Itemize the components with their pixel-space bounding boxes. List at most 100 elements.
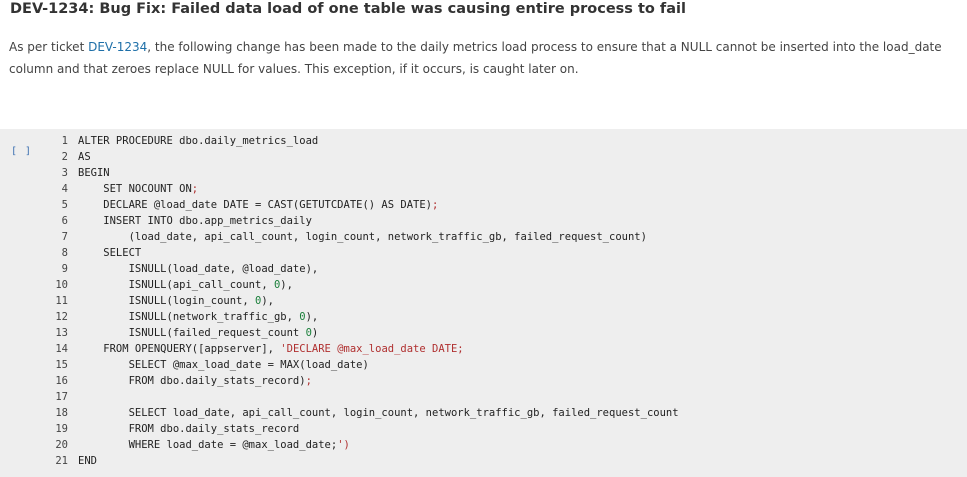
line-number: 11	[55, 295, 68, 307]
code-line: 10 ISNULL(api_call_count, 0),	[0, 277, 679, 293]
line-number: 7	[61, 231, 68, 243]
code-token: (load_date, api_call_count, login_count,…	[78, 231, 647, 243]
code-text: AS	[78, 149, 91, 165]
line-number: 9	[61, 263, 68, 275]
code-line: 16 FROM dbo.daily_stats_record);	[0, 373, 679, 389]
code-token: 0	[273, 279, 281, 291]
cell-run-prompt[interactable]: [ ]	[11, 146, 33, 157]
line-number: 15	[55, 359, 68, 371]
code-line: 19 FROM dbo.daily_stats_record	[0, 421, 679, 437]
code-lines: 1 ALTER PROCEDURE dbo.daily_metrics_load 2…	[0, 133, 679, 469]
code-text: SELECT load_date, api_call_count, login_…	[78, 405, 679, 421]
code-token: FROM dbo.daily_stats_record	[78, 423, 300, 435]
code-line: 21 END	[0, 453, 679, 469]
code-token: 0	[305, 327, 312, 339]
line-number: 8	[61, 247, 68, 259]
code-text: FROM dbo.daily_stats_record);	[78, 373, 312, 389]
code-line: 14 FROM OPENQUERY([appserver], 'DECLARE …	[0, 341, 679, 357]
line-number: 1	[61, 135, 68, 147]
line-number: 19	[55, 423, 68, 435]
code-token: ISNULL(login_count,	[78, 295, 256, 307]
code-line: 9 ISNULL(load_date, @load_date),	[0, 261, 679, 277]
code-text: ISNULL(api_call_count, 0),	[78, 277, 293, 293]
code-line: 13 ISNULL(failed_request_count 0)	[0, 325, 679, 341]
line-number: 18	[55, 407, 68, 419]
line-number: 21	[55, 455, 68, 467]
code-token: ;	[191, 183, 199, 195]
code-line: 6 INSERT INTO dbo.app_metrics_daily	[0, 213, 679, 229]
code-line: 3 BEGIN	[0, 165, 679, 181]
code-token: ),	[305, 311, 319, 323]
code-token: BEGIN	[78, 167, 110, 179]
code-token: )	[311, 327, 319, 339]
line-number: 12	[55, 311, 68, 323]
code-text: FROM dbo.daily_stats_record	[78, 421, 300, 437]
ticket-link[interactable]: DEV-1234	[88, 40, 148, 54]
code-text: ISNULL(login_count, 0),	[78, 293, 274, 309]
code-text: (load_date, api_call_count, login_count,…	[78, 229, 647, 245]
code-line: 12 ISNULL(network_traffic_gb, 0),	[0, 309, 679, 325]
code-token: DECLARE @load_date DATE = CAST(GETUTCDAT…	[78, 199, 433, 211]
code-line: 15 SELECT @max_load_date = MAX(load_date…	[0, 357, 679, 373]
code-text: BEGIN	[78, 165, 110, 181]
code-token: INSERT INTO dbo.app_metrics_daily	[78, 215, 312, 227]
description-text-end: , the following change has been made to …	[9, 40, 942, 76]
line-number: 17	[55, 391, 68, 403]
code-token: AS	[78, 151, 91, 163]
code-line: 17	[0, 389, 679, 405]
code-token: WHERE load_date = @max_load_date;	[78, 439, 338, 451]
code-text: SET NOCOUNT ON;	[78, 181, 198, 197]
line-number: 2	[61, 151, 68, 163]
code-token: ISNULL(failed_request_count	[78, 327, 306, 339]
code-line: 2 AS	[0, 149, 679, 165]
code-line: 7 (load_date, api_call_count, login_coun…	[0, 229, 679, 245]
code-token: FROM dbo.daily_stats_record)	[78, 375, 306, 387]
code-text: FROM OPENQUERY([appserver], 'DECLARE @ma…	[78, 341, 464, 357]
line-number: 16	[55, 375, 68, 387]
line-number: 4	[61, 183, 68, 195]
code-token: ),	[261, 295, 274, 307]
code-token: ISNULL(network_traffic_gb,	[78, 311, 300, 323]
code-token: SELECT	[78, 247, 142, 259]
code-text: ISNULL(load_date, @load_date),	[78, 261, 319, 277]
code-line: 20 WHERE load_date = @max_load_date;')	[0, 437, 679, 453]
code-token: ;	[432, 199, 439, 211]
code-token: ISNULL(load_date, @load_date),	[78, 263, 319, 275]
code-token: 0	[299, 311, 306, 323]
code-text: SELECT @max_load_date = MAX(load_date)	[78, 357, 369, 373]
code-token: 0	[255, 295, 262, 307]
code-cell[interactable]: [ ] 1 ALTER PROCEDURE dbo.daily_metrics_l…	[0, 129, 967, 477]
code-text: ISNULL(network_traffic_gb, 0),	[78, 309, 319, 325]
code-line: 18 SELECT load_date, api_call_count, log…	[0, 405, 679, 421]
code-line: 11 ISNULL(login_count, 0),	[0, 293, 679, 309]
code-token: 'DECLARE @max_load_date DATE;	[280, 343, 464, 355]
code-token: ),	[280, 279, 293, 291]
code-token: END	[78, 455, 97, 467]
line-number: 6	[61, 215, 68, 227]
line-number: 5	[61, 199, 68, 211]
code-token: ALTER PROCEDURE dbo.daily_metrics_load	[78, 135, 319, 147]
line-number: 3	[61, 167, 68, 179]
page-title: DEV-1234: Bug Fix: Failed data load of o…	[10, 1, 686, 17]
code-text: WHERE load_date = @max_load_date;')	[78, 437, 350, 453]
code-text: END	[78, 453, 97, 469]
code-token: SELECT @max_load_date = MAX(load_date)	[78, 359, 369, 371]
code-text: DECLARE @load_date DATE = CAST(GETUTCDAT…	[78, 197, 438, 213]
line-number: 13	[55, 327, 68, 339]
code-token: ;	[305, 375, 312, 387]
code-line: 8 SELECT	[0, 245, 679, 261]
code-line: 1 ALTER PROCEDURE dbo.daily_metrics_load	[0, 133, 679, 149]
line-number: 10	[55, 279, 68, 291]
code-line: 5 DECLARE @load_date DATE = CAST(GETUTCD…	[0, 197, 679, 213]
line-number: 14	[55, 343, 68, 355]
line-number: 20	[55, 439, 68, 451]
description-text-start: As per ticket	[9, 40, 89, 54]
code-text: ISNULL(failed_request_count 0)	[78, 325, 319, 341]
code-token: SELECT load_date, api_call_count, login_…	[78, 407, 679, 419]
code-text: INSERT INTO dbo.app_metrics_daily	[78, 213, 312, 229]
code-text: SELECT	[78, 245, 141, 261]
code-token: ISNULL(api_call_count,	[78, 279, 274, 291]
code-token: SET NOCOUNT ON	[78, 183, 192, 195]
code-token: ')	[337, 439, 350, 451]
code-line: 4 SET NOCOUNT ON;	[0, 181, 679, 197]
